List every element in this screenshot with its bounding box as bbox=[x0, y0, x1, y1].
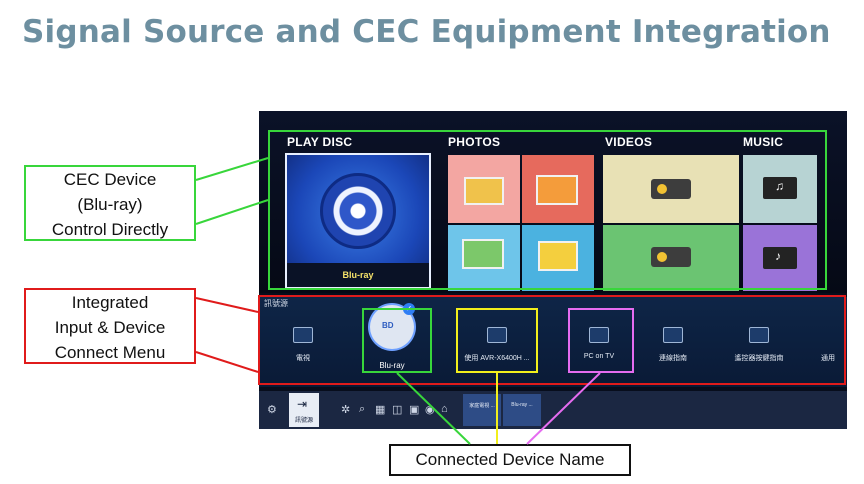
section-label-play-disc: PLAY DISC bbox=[287, 135, 353, 149]
music-card-icon bbox=[763, 247, 797, 269]
cec-device-callout: CEC Device (Blu-ray) Control Directly bbox=[24, 165, 196, 241]
search-icon[interactable]: ⌕ bbox=[359, 403, 366, 415]
device-label: 遙控器按鍵指南 bbox=[734, 355, 784, 362]
guide-icon bbox=[663, 327, 683, 343]
device-bluray[interactable]: BD ✓ bbox=[370, 303, 415, 349]
bluray-highlight bbox=[362, 308, 432, 373]
monitor-icon bbox=[589, 327, 609, 343]
bixby-icon[interactable]: ◉ bbox=[425, 404, 435, 416]
content-area: PLAY DISC PHOTOS VIDEOS MUSIC Blu-ray bbox=[259, 111, 847, 293]
music-tile-1[interactable]: ♫ bbox=[743, 155, 817, 223]
media-sections-highlight bbox=[268, 130, 827, 290]
device-label: 連線指南 bbox=[659, 355, 687, 362]
device-label: 通用 bbox=[821, 355, 835, 362]
multiview-icon[interactable]: ◫ bbox=[392, 404, 403, 416]
disc-tile-label: Blu-ray bbox=[287, 263, 429, 287]
input-bar-label: 訊號源 bbox=[264, 299, 288, 308]
device-label: PC on TV bbox=[583, 353, 615, 360]
play-disc-tile[interactable]: Blu-ray bbox=[285, 153, 431, 289]
disc-icon bbox=[320, 173, 396, 249]
gear-icon[interactable]: ⚙ bbox=[267, 404, 277, 416]
source-label: 訊號源 bbox=[294, 418, 313, 424]
callout-line: Integrated bbox=[71, 293, 149, 312]
connected-device-name-callout: Connected Device Name bbox=[389, 444, 631, 476]
avr-highlight bbox=[456, 308, 538, 373]
slide-title: Signal Source and CEC Equipment Integrat… bbox=[22, 14, 831, 50]
music-note-icon: ♪ bbox=[775, 249, 781, 263]
device-label: 使用 AVR-X6400H ... bbox=[464, 355, 530, 362]
recent-tile-2[interactable]: Blu-ray ... bbox=[503, 394, 541, 426]
device-avr[interactable]: 使用 AVR-X6400H ... bbox=[463, 317, 531, 377]
callout-line: (Blu-ray) bbox=[77, 195, 143, 214]
callout-line: Connect Menu bbox=[54, 343, 166, 362]
section-label-videos: VIDEOS bbox=[605, 135, 653, 149]
callout-line: CEC Device bbox=[63, 170, 157, 189]
tv-bottom-bar: ⚙ ⇥ 訊號源 ✲ ⌕ ▦ ◫ ▣ ◉ ⌂ 家庭電視 ... Blu-ray .… bbox=[259, 391, 847, 429]
video-tile-2[interactable] bbox=[603, 225, 739, 291]
music-card-icon bbox=[763, 177, 797, 199]
music-tile-2[interactable]: ♪ bbox=[743, 225, 817, 291]
video-tile-1[interactable] bbox=[603, 155, 739, 223]
tv-icon bbox=[293, 327, 313, 343]
device-pc-on-tv[interactable]: PC on TV bbox=[565, 317, 633, 377]
bluray-icon: BD bbox=[382, 321, 394, 330]
photo-tile-1[interactable] bbox=[448, 155, 520, 223]
callout-line: Control Directly bbox=[51, 220, 169, 239]
remote-icon bbox=[749, 327, 769, 343]
input-device-bar: 訊號源 電視 BD ✓ Blu-ray 使用 AVR-X6400H ... PC… bbox=[259, 297, 847, 387]
menu-connector-top bbox=[195, 297, 259, 313]
menu-connector-bottom bbox=[195, 351, 259, 373]
flower-photo-icon bbox=[538, 241, 578, 271]
apps-icon[interactable]: ▦ bbox=[375, 404, 386, 416]
source-button[interactable]: ⇥ 訊號源 bbox=[289, 393, 319, 427]
device-tv[interactable]: 電視 bbox=[269, 317, 337, 377]
device-label: 電視 bbox=[296, 355, 310, 362]
section-label-photos: PHOTOS bbox=[448, 135, 501, 149]
video-camera-icon bbox=[651, 179, 691, 199]
device-connection-guide[interactable]: 連線指南 bbox=[639, 317, 707, 377]
cec-connector-top bbox=[195, 157, 269, 181]
photo-tile-3[interactable] bbox=[448, 225, 520, 291]
integrated-menu-callout: Integrated Input & Device Connect Menu bbox=[24, 288, 196, 364]
home-icon[interactable]: ⌂ bbox=[441, 403, 448, 415]
section-label-music: MUSIC bbox=[743, 135, 784, 149]
pc-highlight bbox=[568, 308, 634, 373]
tv-screen: PLAY DISC PHOTOS VIDEOS MUSIC Blu-ray bbox=[259, 111, 847, 429]
callout-text: Connected Device Name bbox=[415, 450, 605, 469]
photo-tile-4[interactable] bbox=[522, 225, 594, 291]
callout-line: Input & Device bbox=[54, 318, 166, 337]
ambient-icon[interactable]: ✲ bbox=[341, 404, 351, 416]
input-source-icon: ⇥ bbox=[297, 397, 308, 411]
input-menu-highlight bbox=[258, 295, 846, 385]
video-camera-icon bbox=[651, 247, 691, 267]
sunset-photo-icon bbox=[536, 175, 578, 205]
cec-connector-bottom bbox=[195, 199, 269, 225]
landscape-photo-icon bbox=[462, 239, 504, 269]
device-universal[interactable]: 通用 bbox=[807, 317, 847, 377]
media-icon[interactable]: ▣ bbox=[409, 404, 420, 416]
photo-tile-2[interactable] bbox=[522, 155, 594, 223]
recent-tile-1[interactable]: 家庭電視 ... bbox=[463, 394, 501, 426]
device-label: Blu-ray bbox=[379, 361, 405, 370]
device-remote-guide[interactable]: 遙控器按鍵指南 bbox=[725, 317, 793, 377]
receiver-icon bbox=[487, 327, 507, 343]
photo-icon bbox=[464, 177, 504, 205]
music-note-icon: ♫ bbox=[775, 179, 784, 193]
